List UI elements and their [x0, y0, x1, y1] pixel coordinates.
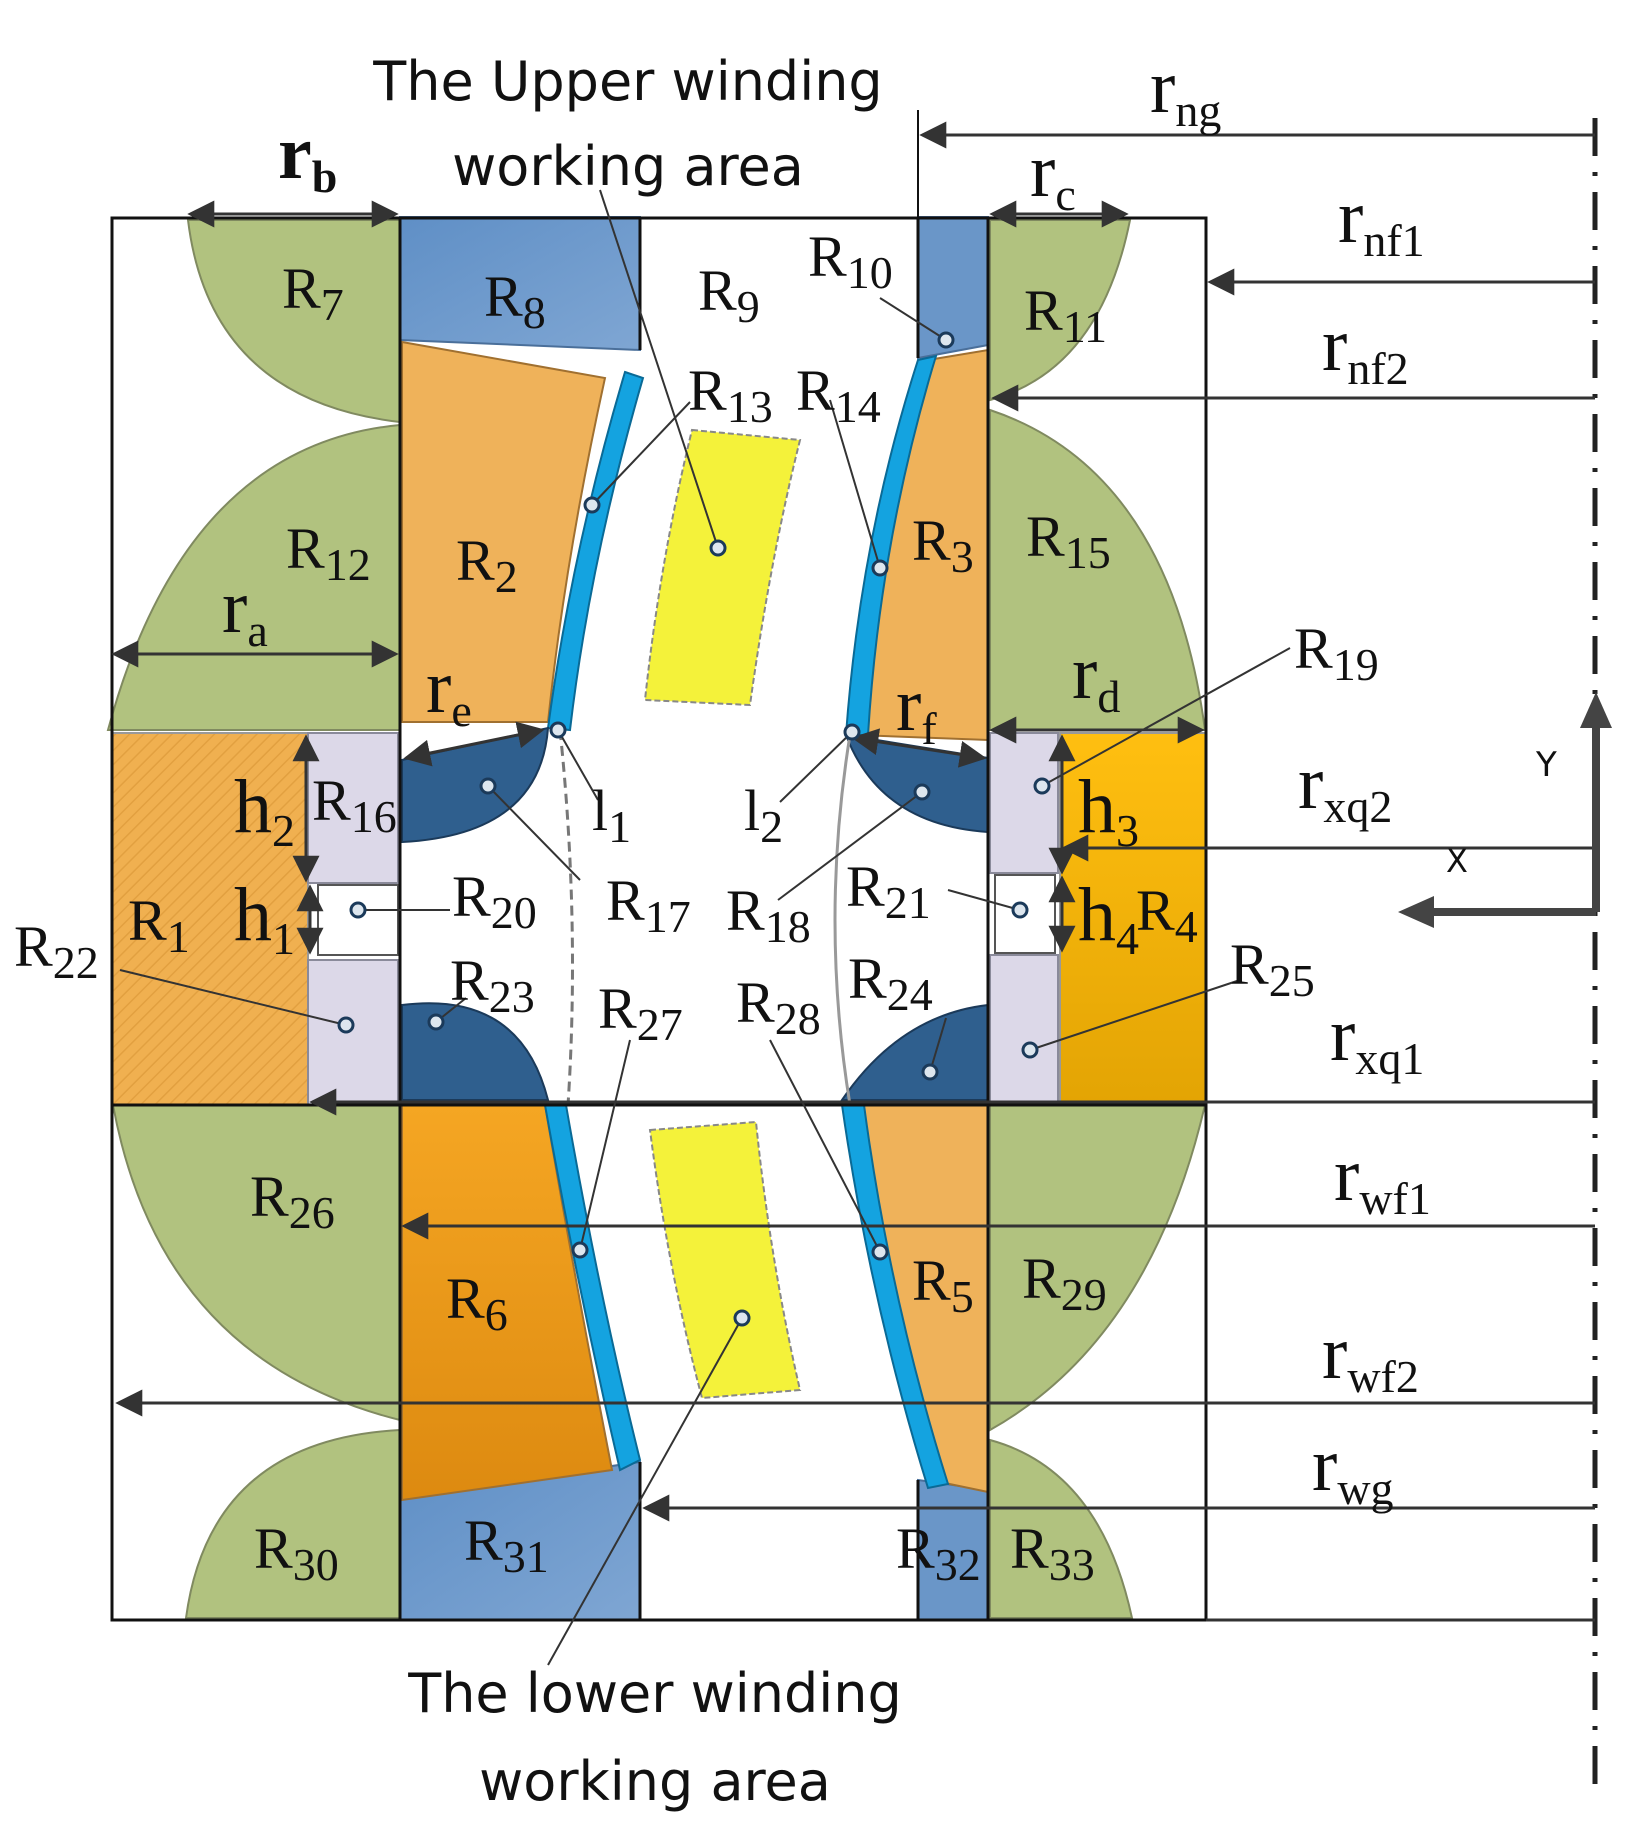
axis-label-y: Y	[1535, 745, 1557, 785]
label-rb: rb	[278, 111, 337, 202]
label-R25: R25	[1230, 932, 1315, 1006]
label-rnf2: rnf2	[1322, 303, 1409, 394]
label-l1: l1	[592, 778, 631, 852]
airgap-curve-left	[558, 729, 574, 1106]
outer-frame	[110, 216, 1208, 1622]
label-rng: rng	[1150, 45, 1221, 136]
airgap-curve-right	[833, 734, 852, 1106]
label-rd: rd	[1072, 631, 1120, 722]
label-R13: R13	[688, 358, 773, 432]
label-R15: R15	[1026, 504, 1111, 578]
label-R21: R21	[846, 854, 931, 928]
caption-upper-line1: The Upper winding	[372, 50, 882, 113]
region-R15	[989, 408, 1207, 731]
label-re: re	[426, 645, 472, 736]
label-R19: R19	[1294, 616, 1379, 690]
label-R29: R29	[1022, 1246, 1107, 1320]
anchor-dots	[337, 331, 1051, 1327]
label-R5: R5	[912, 1248, 974, 1322]
label-rwf2: rwf2	[1322, 1311, 1419, 1402]
region-R18	[844, 733, 989, 834]
radius-arrows	[115, 121, 1595, 1522]
label-rwg: rwg	[1312, 1423, 1394, 1514]
label-R17: R17	[606, 868, 691, 942]
winding-lower	[648, 1120, 802, 1400]
label-R2: R2	[456, 528, 518, 602]
label-R22: R22	[14, 914, 99, 988]
caption-upper-line2: working area	[452, 135, 804, 198]
leader-lines	[119, 189, 1291, 1666]
label-R12: R12	[286, 516, 371, 590]
caption-lower-line2: working area	[479, 1750, 831, 1813]
region-R28	[840, 1104, 950, 1490]
label-R14: R14	[796, 358, 881, 432]
label-rwf1: rwf1	[1334, 1133, 1431, 1224]
label-R3: R3	[912, 508, 974, 582]
label-R7: R7	[282, 256, 344, 330]
label-R33: R33	[1010, 1516, 1095, 1590]
label-ra: ra	[222, 565, 268, 656]
label-R18: R18	[726, 878, 811, 952]
label-R6: R6	[446, 1266, 508, 1340]
label-R16: R16	[312, 768, 397, 842]
label-h4: h4	[1078, 873, 1139, 964]
label-h3: h3	[1078, 765, 1139, 856]
winding-upper	[643, 428, 802, 707]
region-R29	[989, 1104, 1207, 1432]
label-R32: R32	[896, 1516, 981, 1590]
label-R4: R4	[1136, 878, 1198, 952]
region-labels: R1 R2 R3 R4 R5 R6 R7 R8 R9 R10 R11 R12 R…	[14, 224, 1379, 1590]
region-R19	[989, 732, 1059, 874]
arrow-re	[403, 721, 545, 767]
region-R20	[317, 884, 399, 956]
region-R22	[307, 959, 399, 1106]
arrow-rf	[851, 728, 987, 768]
label-R9: R9	[698, 258, 760, 332]
label-l2: l2	[744, 778, 783, 852]
coordinate-axes	[1398, 692, 1612, 928]
label-R26: R26	[250, 1164, 335, 1238]
width-arrows	[111, 200, 1205, 955]
region-R2	[401, 340, 607, 723]
label-h1: h1	[234, 873, 295, 964]
region-R33	[989, 1438, 1134, 1619]
region-R26	[111, 1104, 401, 1422]
region-R4	[1059, 732, 1207, 1106]
label-R20: R20	[452, 864, 537, 938]
label-h2: h2	[234, 765, 295, 856]
label-R10: R10	[808, 224, 893, 298]
label-rf: rf	[896, 663, 937, 754]
label-R24: R24	[848, 946, 933, 1020]
label-rxq1: rxq1	[1330, 993, 1424, 1084]
label-R31: R31	[464, 1508, 549, 1582]
label-R28: R28	[736, 970, 821, 1044]
label-rc: rc	[1030, 129, 1076, 220]
label-R8: R8	[484, 264, 546, 338]
region-R25	[989, 954, 1059, 1106]
caption-lower-line1: The lower winding	[407, 1662, 902, 1725]
label-R1: R1	[128, 888, 190, 962]
label-R30: R30	[254, 1516, 339, 1590]
label-rnf1: rnf1	[1338, 175, 1425, 266]
label-R23: R23	[450, 948, 535, 1022]
label-R11: R11	[1024, 278, 1107, 352]
region-R30	[184, 1428, 401, 1619]
axis-label-x: X	[1446, 842, 1468, 880]
label-rxq2: rxq2	[1298, 741, 1392, 832]
label-R27: R27	[598, 976, 683, 1050]
region-R27	[543, 1104, 642, 1472]
region-R7	[186, 219, 401, 424]
